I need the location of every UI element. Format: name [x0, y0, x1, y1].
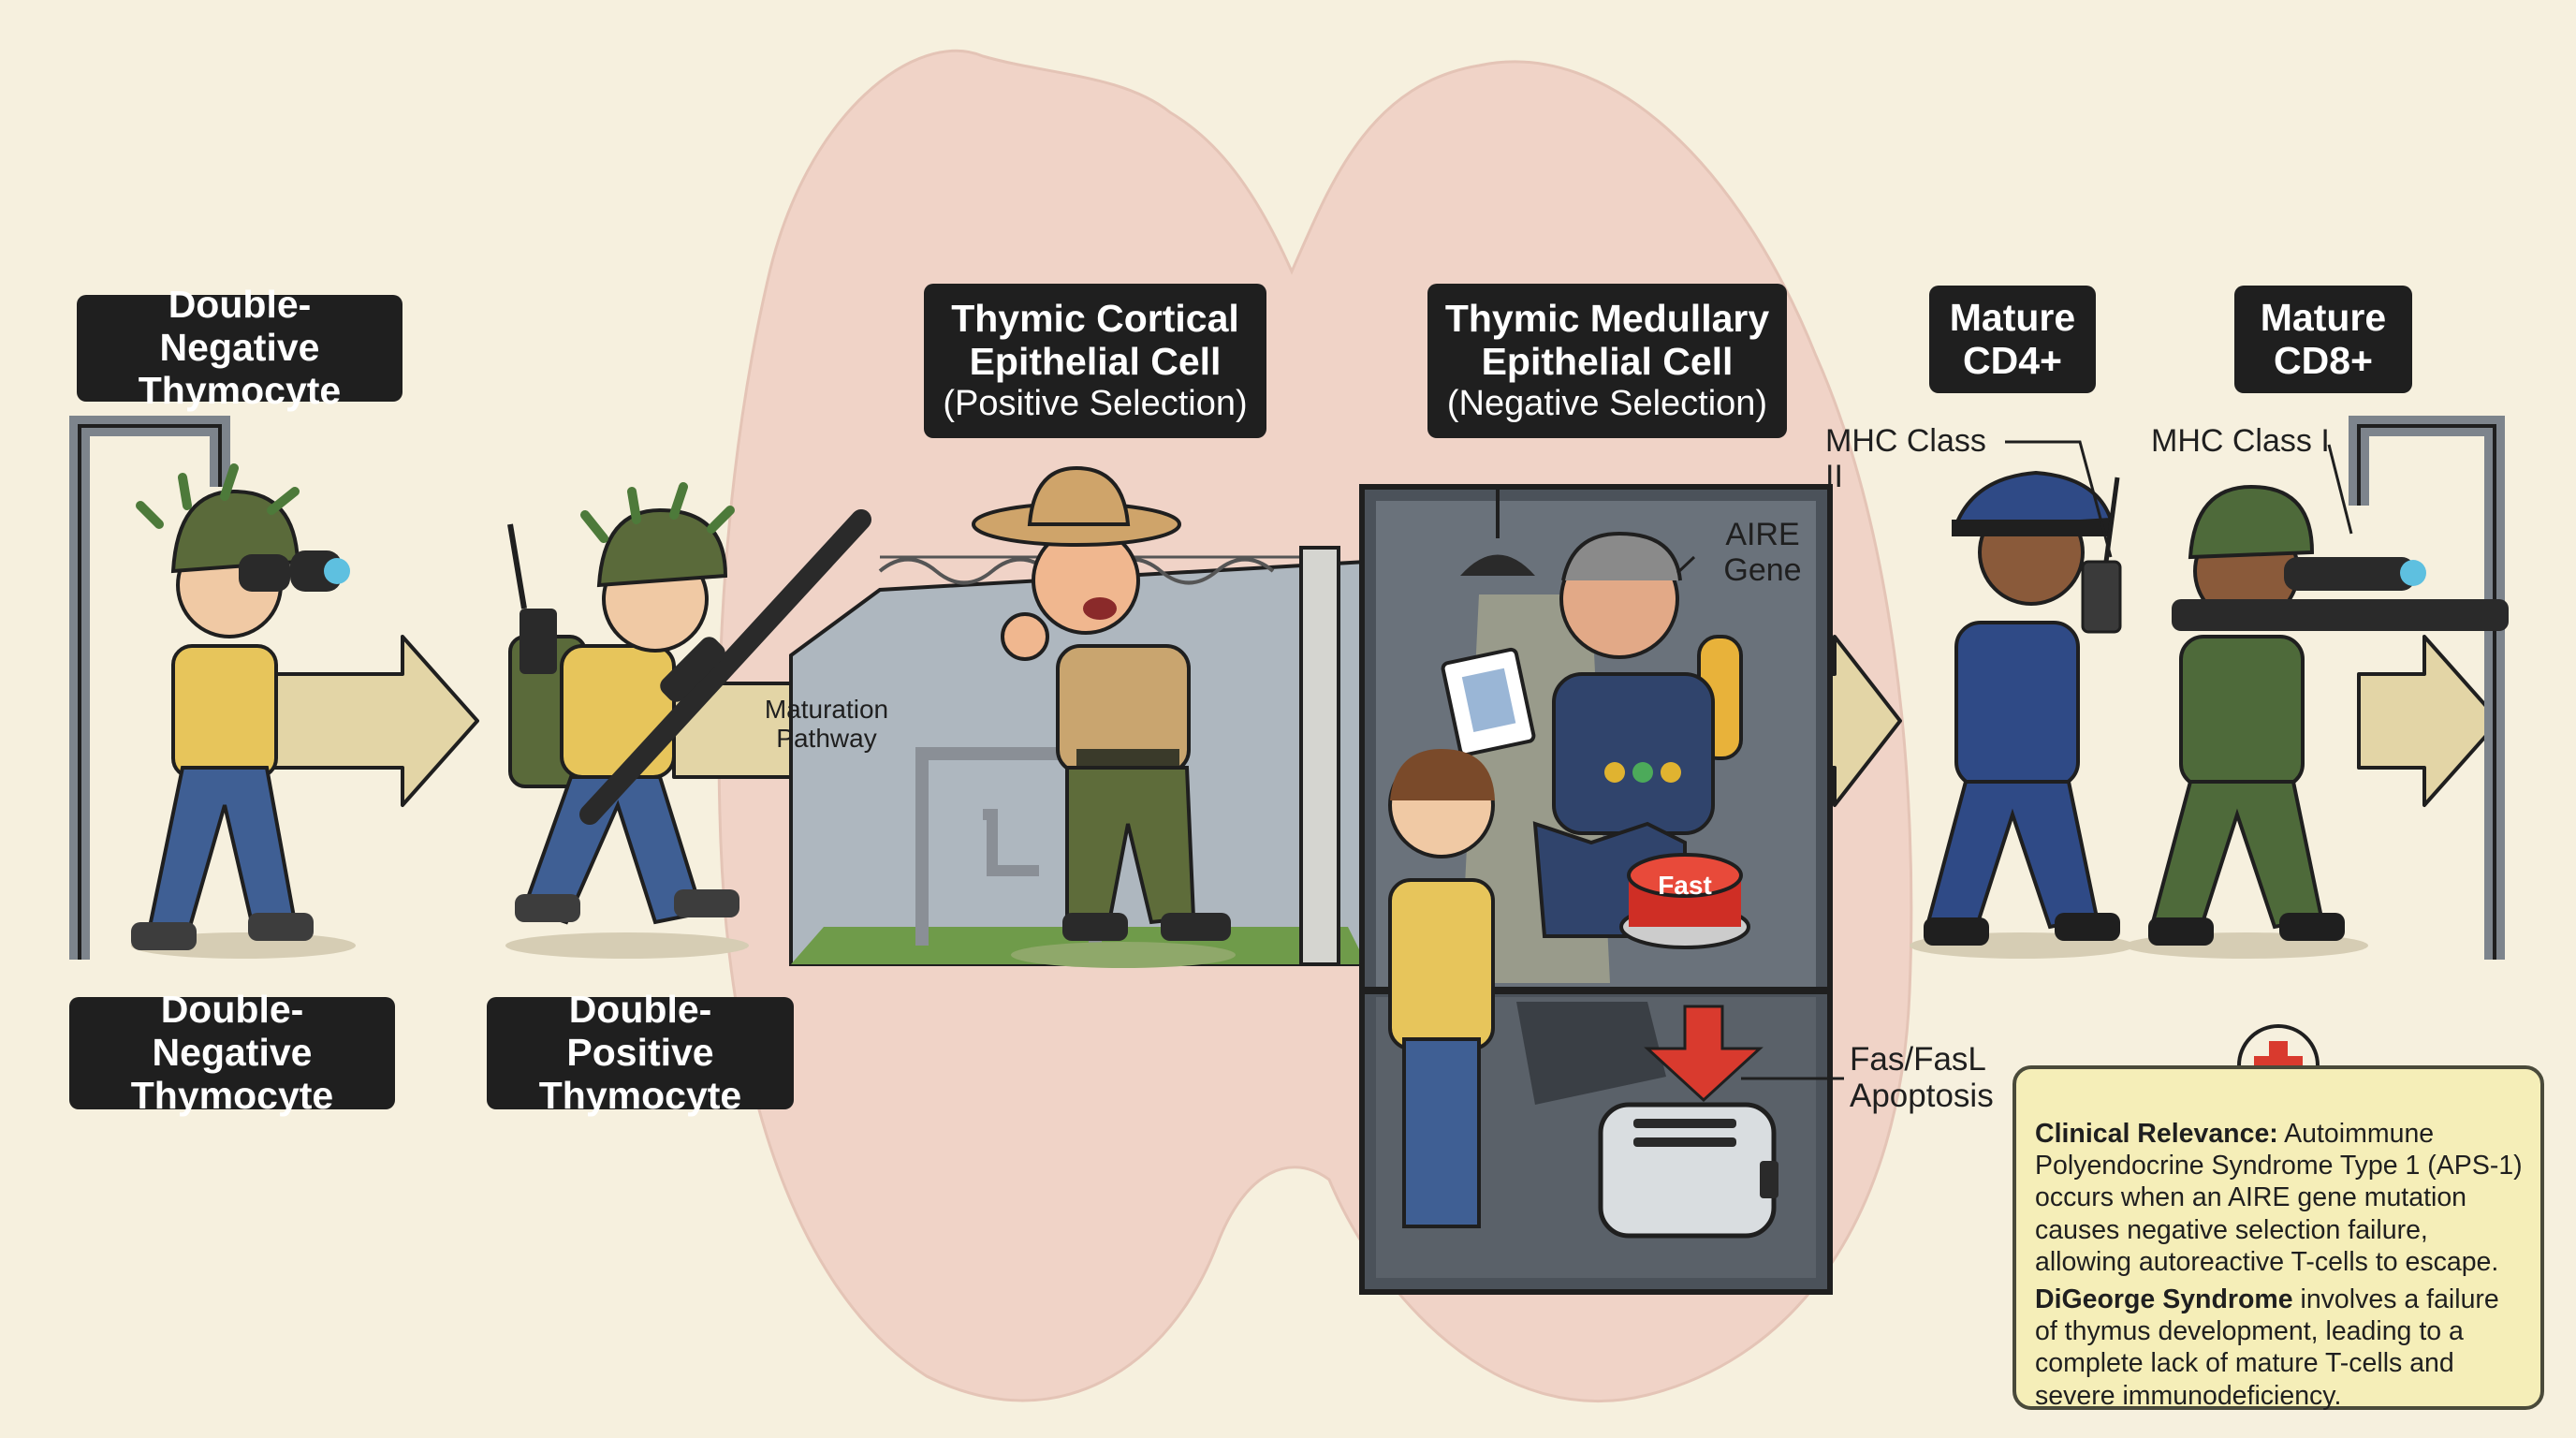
maturation-arrow-5: [2357, 635, 2501, 807]
aire-gene-callout: AIRE Gene: [1723, 517, 1802, 589]
apoptosis-arrow: [1644, 1005, 1764, 1103]
clinical-digeorge-text: involves a failure of thymus development…: [2035, 1284, 2499, 1411]
double-positive-bottom-text: Double-Positive Thymocyte: [538, 988, 742, 1117]
double-negative-soldier-figure: [131, 463, 356, 959]
clinical-aps1-text: Autoimmune Polyendocrine Syndrome Type 1…: [2035, 1119, 2523, 1277]
cd8-soldier-figure: [2125, 484, 2509, 959]
double-negative-bottom-label: Double-Negative Thymocyte: [69, 988, 395, 1117]
aire-officer-figure: [1441, 531, 1743, 938]
drill-sergeant-figure: [972, 465, 1236, 968]
exit-door-frame: [2349, 416, 2505, 960]
medullary-subtitle: (Negative Selection): [1446, 384, 1768, 424]
cd8-text: Mature CD8+: [2260, 295, 2387, 382]
clinical-digeorge-term: DiGeorge Syndrome: [2035, 1284, 2293, 1314]
clinical-paragraph-1: Clinical Relevance: Autoimmune Polyendoc…: [2035, 1118, 2524, 1278]
double-positive-soldier-figure: [505, 482, 871, 959]
mhc-class-ii-callout: MHC Class II: [1825, 423, 1986, 495]
clinical-paragraph-2: DiGeorge Syndrome involves a failure of …: [2035, 1284, 2524, 1412]
aire-leader-line: [1676, 555, 1696, 575]
toaster: [1598, 1102, 1778, 1239]
double-negative-top-text: Double-Negative Thymocyte: [138, 283, 342, 412]
cortical-title: Thymic Cortical Epithelial Cell: [951, 297, 1239, 384]
medullary-label: Thymic Medullary Epithelial Cell (Negati…: [1427, 284, 1787, 438]
entry-door-frame: [69, 416, 230, 960]
double-negative-bottom-text: Double-Negative Thymocyte: [130, 988, 334, 1117]
cd4-officer-figure: [1910, 470, 2134, 959]
mhc2-leader-line: [2005, 440, 2113, 558]
autoreactive-thymocyte-figure: [1388, 749, 1495, 1228]
cortical-subtitle: (Positive Selection): [943, 384, 1248, 424]
mhc-class-i-callout: MHC Class I: [2151, 423, 2330, 459]
clinical-relevance-card: Clinical Relevance: Autoimmune Polyendoc…: [2012, 1065, 2544, 1412]
mhc1-leader-line: [2327, 444, 2353, 535]
maturation-pathway-callout: Maturation Pathway: [764, 695, 889, 754]
double-negative-top-label: Double-Negative Thymocyte: [77, 283, 402, 412]
double-positive-bottom-label: Double-Positive Thymocyte: [487, 988, 794, 1117]
fast-button: Fast: [1619, 853, 1750, 949]
clinical-heading: Clinical Relevance:: [2035, 1119, 2278, 1149]
cd8-label: Mature CD8+: [2234, 286, 2412, 393]
cd4-text: Mature CD4+: [1949, 295, 2076, 382]
fast-button-label: Fast: [1658, 871, 1712, 900]
fas-fasl-apoptosis-callout: Fas/FasL Apoptosis: [1850, 1041, 1994, 1115]
cd4-label: Mature CD4+: [1929, 286, 2096, 393]
cortical-label: Thymic Cortical Epithelial Cell (Positiv…: [924, 284, 1266, 438]
medullary-title: Thymic Medullary Epithelial Cell: [1444, 297, 1770, 384]
